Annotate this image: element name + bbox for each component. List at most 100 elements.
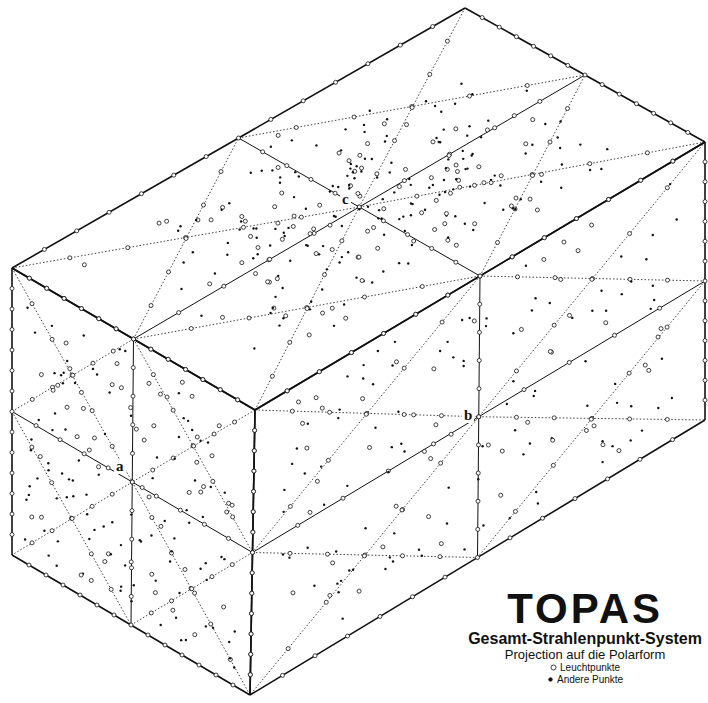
other-point xyxy=(512,380,514,382)
other-point xyxy=(66,360,68,362)
light-point xyxy=(129,594,133,598)
light-point xyxy=(187,490,191,494)
light-point xyxy=(10,471,14,475)
other-point xyxy=(380,217,382,219)
projection-lines xyxy=(12,8,705,695)
other-point xyxy=(178,392,180,394)
other-point xyxy=(485,325,487,327)
other-point xyxy=(92,368,94,370)
other-point xyxy=(343,303,345,305)
other-point xyxy=(447,486,449,488)
other-point xyxy=(410,184,412,186)
other-point xyxy=(460,83,462,85)
light-point xyxy=(130,480,134,484)
light-point xyxy=(130,537,134,541)
other-point xyxy=(256,253,258,255)
light-point xyxy=(10,492,14,496)
other-point xyxy=(54,412,56,414)
other-point xyxy=(645,258,647,260)
light-point xyxy=(604,321,608,325)
light-point xyxy=(346,634,350,638)
light-point xyxy=(532,44,536,48)
light-point xyxy=(110,383,114,387)
light-point xyxy=(30,541,34,545)
other-point xyxy=(72,495,74,497)
light-point xyxy=(231,515,235,519)
light-point xyxy=(272,306,276,310)
other-point xyxy=(72,479,74,481)
light-point xyxy=(251,551,255,555)
other-point xyxy=(534,390,536,392)
other-point xyxy=(502,209,504,211)
light-point xyxy=(132,337,136,341)
diagonal-line xyxy=(359,142,705,207)
light-point xyxy=(252,489,256,493)
other-point xyxy=(669,183,671,185)
light-point xyxy=(256,246,260,250)
light-point xyxy=(180,380,184,384)
other-point xyxy=(355,276,357,278)
light-point xyxy=(193,633,197,637)
light-point xyxy=(613,333,617,337)
light-point xyxy=(638,457,642,461)
light-point xyxy=(153,591,157,595)
other-point xyxy=(139,539,141,541)
light-point xyxy=(588,162,592,166)
light-point xyxy=(220,315,224,319)
light-point xyxy=(45,286,49,290)
light-point xyxy=(305,306,309,310)
other-point xyxy=(466,134,468,136)
light-point xyxy=(219,170,223,174)
light-point xyxy=(568,313,572,317)
light-point xyxy=(703,180,707,184)
other-point xyxy=(520,198,522,200)
legend-swatch xyxy=(550,664,557,671)
other-point xyxy=(571,317,573,319)
light-point xyxy=(340,239,344,243)
light-point xyxy=(253,428,257,432)
other-point xyxy=(531,143,533,145)
other-point xyxy=(205,625,207,627)
light-point xyxy=(427,515,431,519)
light-point xyxy=(353,169,357,173)
light-point xyxy=(285,164,289,168)
other-point xyxy=(384,568,386,570)
light-point xyxy=(499,174,503,178)
light-point xyxy=(27,276,31,280)
other-point xyxy=(477,478,479,480)
light-point xyxy=(225,510,229,514)
other-point xyxy=(360,170,362,172)
light-point xyxy=(665,325,669,329)
light-point xyxy=(75,229,79,233)
other-point xyxy=(657,407,659,409)
light-point xyxy=(71,373,75,377)
other-point xyxy=(630,280,632,282)
light-point xyxy=(665,186,669,190)
light-point xyxy=(30,302,34,306)
other-point xyxy=(47,462,49,464)
light-point xyxy=(526,420,530,424)
crystal-edge xyxy=(250,420,705,695)
other-point xyxy=(313,585,315,587)
light-point xyxy=(549,54,553,58)
light-point xyxy=(163,643,167,647)
light-point xyxy=(184,367,188,371)
light-point xyxy=(218,388,222,392)
mid-line xyxy=(131,339,134,625)
light-point xyxy=(410,105,414,109)
diagonal-line xyxy=(480,276,705,281)
light-point xyxy=(10,512,14,516)
light-point xyxy=(431,25,435,29)
light-point xyxy=(114,327,118,331)
light-point xyxy=(703,319,707,323)
light-point xyxy=(548,349,552,353)
other-point xyxy=(469,185,471,187)
light-point xyxy=(347,159,351,163)
light-point xyxy=(157,221,161,225)
light-point xyxy=(444,212,448,216)
other-point xyxy=(274,296,276,298)
light-point xyxy=(106,466,110,470)
other-point xyxy=(377,217,379,219)
light-point xyxy=(158,392,162,396)
light-point xyxy=(129,623,133,627)
